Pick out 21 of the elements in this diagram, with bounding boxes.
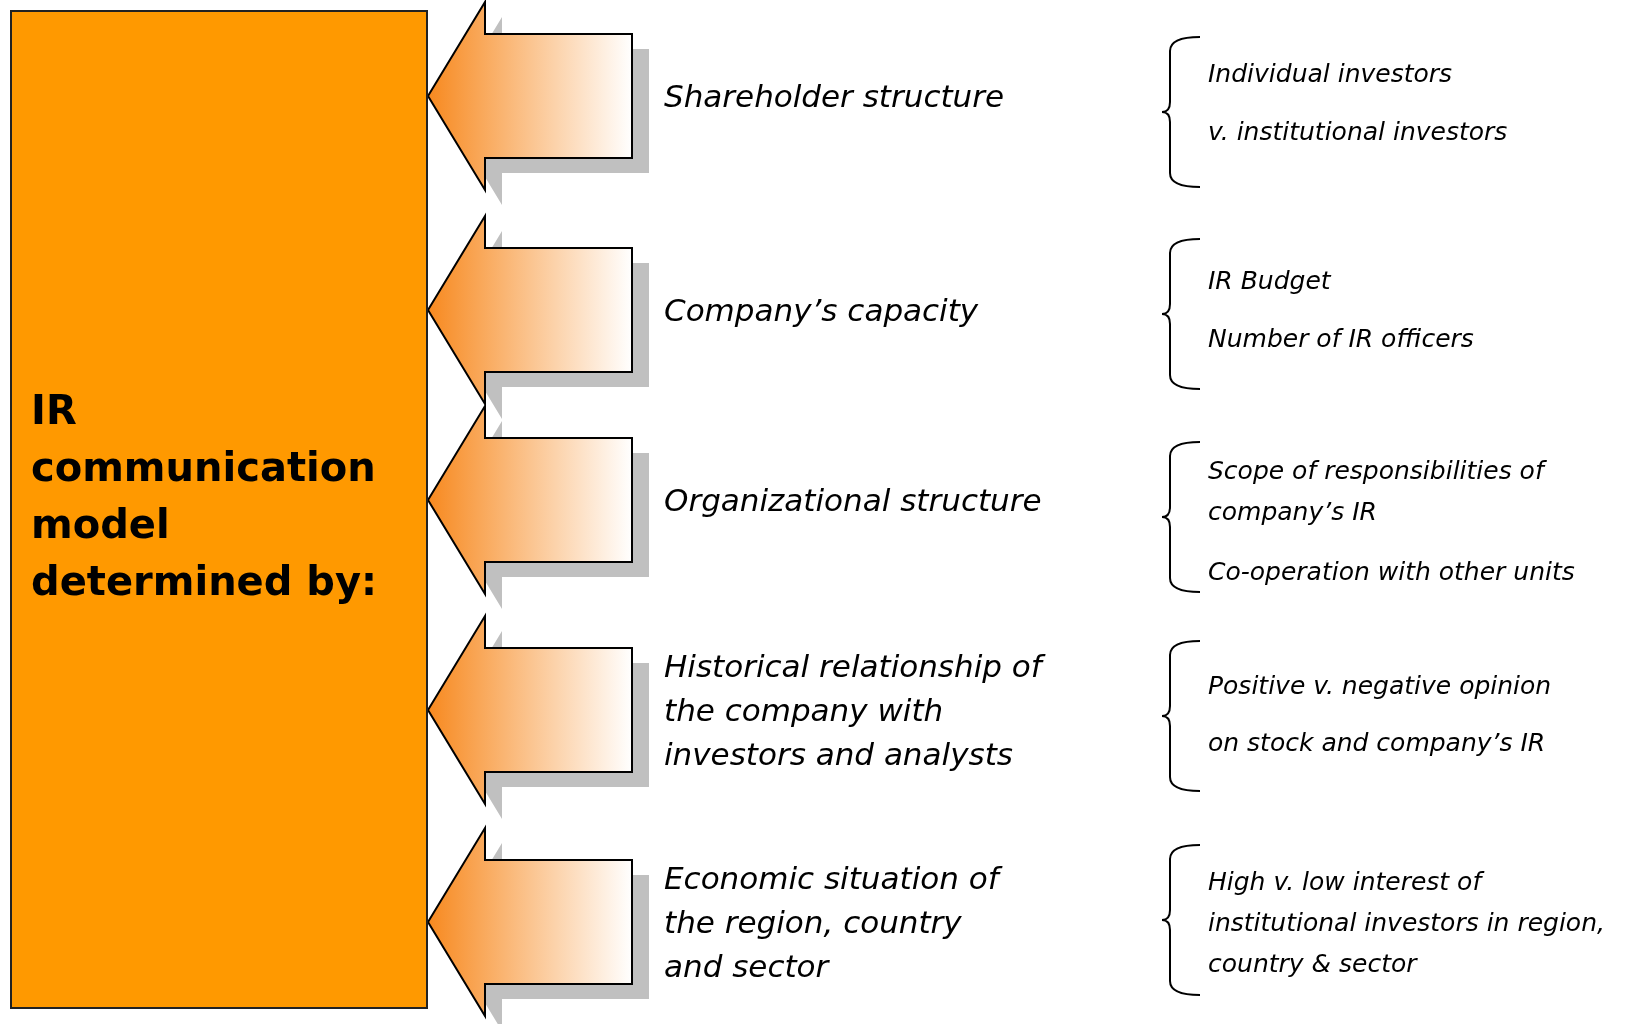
factor-text: Economic situation of the region, country and sector — [664, 856, 1004, 988]
detail-text: Number of IR officers — [1208, 322, 1474, 355]
factor-text: Organizational structure — [664, 478, 1042, 522]
block-arrow — [426, 612, 649, 819]
block-arrow — [426, 0, 649, 205]
factor-text: Historical relationship of the company with investors and analysts — [664, 644, 1064, 776]
block-arrow — [426, 824, 649, 1024]
detail-text: Positive v. negative opinion — [1208, 669, 1552, 702]
detail-text: on stock and company’s IR — [1208, 726, 1546, 759]
factor-text: Shareholder structure — [664, 74, 1005, 118]
model-title: IR communication model determined by: — [31, 386, 378, 606]
detail-text: IR Budget — [1208, 264, 1331, 297]
model-box — [10, 10, 428, 1009]
detail-text: High v. low interest of institutional investors in region, country & sector — [1208, 865, 1606, 980]
detail-text: Individual investors — [1208, 57, 1453, 90]
detail-text: v. institutional investors — [1208, 115, 1508, 148]
detail-text: Scope of responsibilities of company’s IR — [1208, 450, 1568, 532]
detail-text: Co-operation with other units — [1208, 555, 1575, 588]
block-arrow — [426, 402, 649, 609]
block-arrow — [426, 212, 649, 419]
factor-text: Company’s capacity — [664, 288, 979, 332]
